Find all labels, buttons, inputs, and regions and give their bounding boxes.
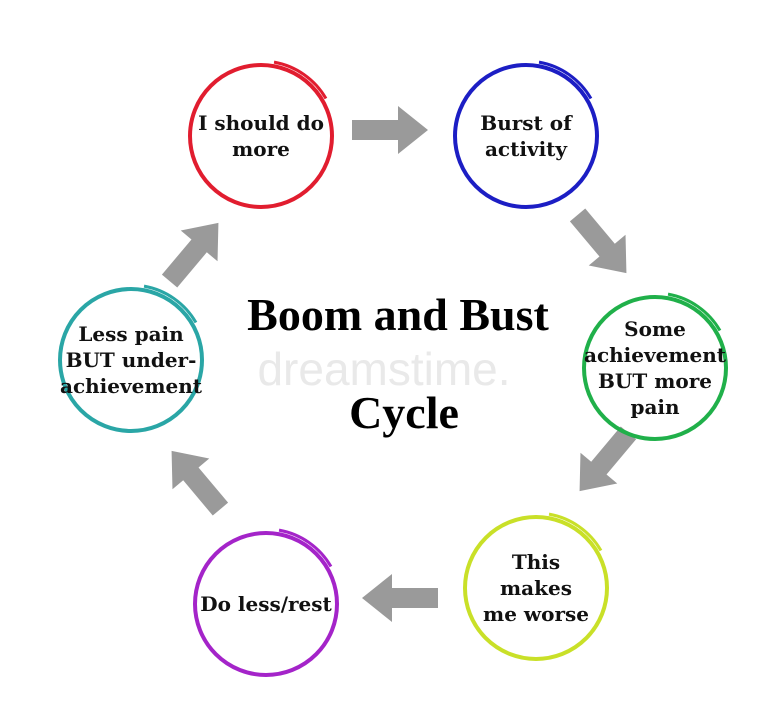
node-label-line: Less pain bbox=[78, 322, 184, 346]
node-do-less-rest: Do less/rest bbox=[193, 528, 339, 677]
node-circle-tail bbox=[538, 60, 593, 100]
diagram-title-line-2: Cycle bbox=[349, 387, 459, 438]
arrows-group bbox=[161, 106, 637, 622]
arrow-1-to-2 bbox=[352, 106, 428, 154]
arrow-2-to-3 bbox=[569, 208, 627, 274]
node-label-line: more bbox=[232, 137, 290, 161]
node-circle-tail bbox=[667, 292, 722, 332]
node-label-line: Some bbox=[624, 317, 686, 341]
node-circle bbox=[188, 63, 334, 209]
node-label-line: This bbox=[512, 550, 560, 574]
node-circle-tail bbox=[278, 528, 333, 568]
node-circle bbox=[582, 295, 728, 441]
node-label-line: makes bbox=[500, 576, 572, 600]
node-circle bbox=[193, 531, 339, 677]
node-label-line: BUT more bbox=[598, 369, 712, 393]
node-circle-tail bbox=[548, 512, 603, 552]
node-circle bbox=[58, 287, 204, 433]
watermark: dreamstime. bbox=[257, 343, 510, 395]
node-circle-tail bbox=[273, 60, 328, 100]
node-label-line: Do less/rest bbox=[200, 592, 332, 616]
node-circle-tail bbox=[143, 284, 198, 324]
node-label-line: achievement bbox=[584, 343, 727, 367]
arrow-5-to-6 bbox=[171, 450, 229, 516]
node-label-line: achievement bbox=[60, 374, 203, 398]
node-label-line: BUT under- bbox=[66, 348, 197, 372]
node-label-line: me worse bbox=[483, 602, 589, 626]
node-circle bbox=[453, 63, 599, 209]
node-label-line: Burst of bbox=[480, 111, 573, 135]
diagram-title-line-1: Boom and Bust bbox=[247, 289, 549, 340]
node-label-line: activity bbox=[485, 137, 568, 161]
node-label-line: I should do bbox=[198, 111, 324, 135]
node-label-line: pain bbox=[630, 395, 680, 419]
arrow-3-to-4 bbox=[579, 426, 637, 492]
arrow-4-to-5 bbox=[362, 574, 438, 622]
node-circle bbox=[463, 515, 609, 661]
arrow-6-to-1 bbox=[161, 222, 219, 288]
